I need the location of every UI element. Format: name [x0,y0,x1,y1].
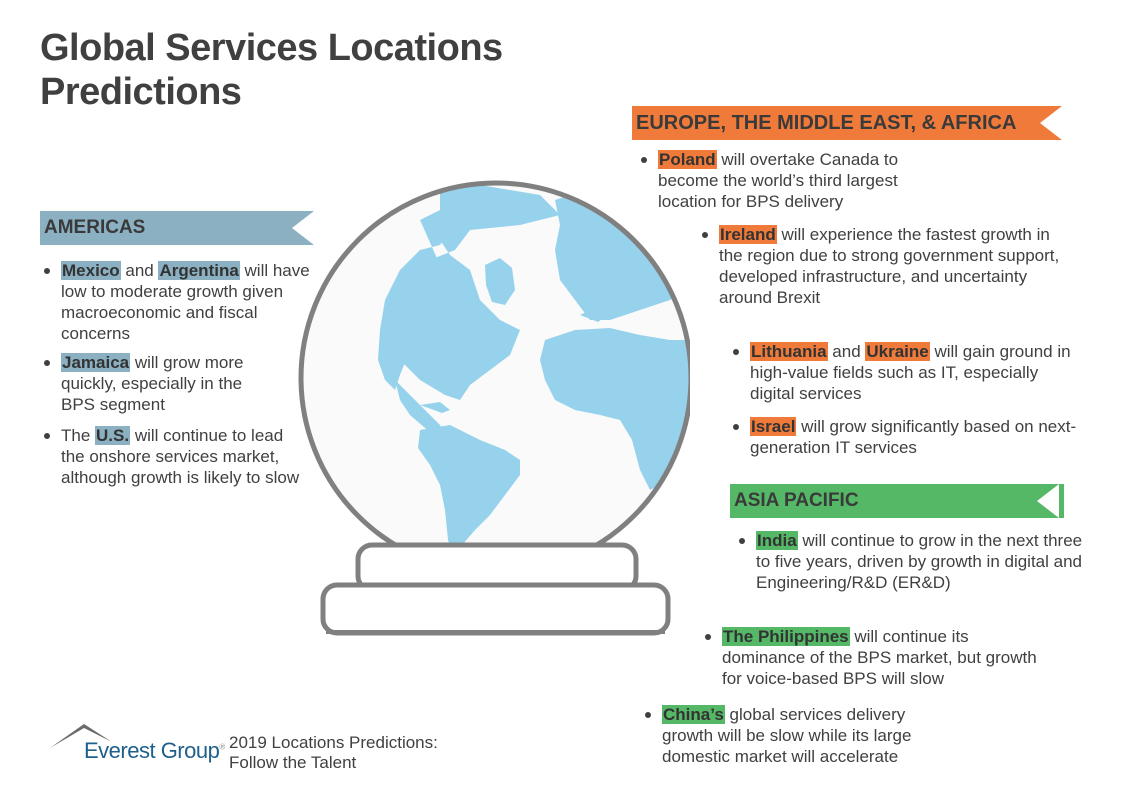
mountain-icon [50,724,110,748]
country-highlight: Ukraine [865,342,930,361]
emea-item: Poland will overtake Canada to become th… [641,149,948,212]
country-highlight: The Philippines [722,627,850,646]
country-highlight: U.S. [95,426,131,445]
country-highlight: Argentina [158,261,240,280]
americas-item: The U.S. will continue to lead the onsho… [44,425,301,488]
country-highlight: Poland [658,150,717,169]
bullet-icon [702,232,708,238]
country-highlight: Ireland [719,225,777,244]
page-title: Global Services Locations Predictions [40,26,503,114]
apac-heading: ASIA PACIFIC [734,490,859,511]
caption-line-2: Follow the Talent [229,753,357,772]
bullet-icon [44,433,50,439]
apac-banner: ASIA PACIFIC [730,484,1064,518]
country-highlight: Israel [750,417,797,436]
caption-line-1: 2019 Locations Predictions: [229,733,438,752]
banner-notch-icon [1040,106,1062,140]
americas-heading: AMERICAS [44,217,146,238]
country-highlight: Lithuania [750,342,828,361]
americas-item: Jamaica will grow more quickly, especial… [44,352,276,415]
globe-base-icon [320,542,671,636]
emea-banner: EUROPE, THE MIDDLE EAST, & AFRICA [632,106,1062,140]
country-highlight: India [756,531,798,550]
globe-icon [298,180,690,576]
americas-banner: AMERICAS [40,211,314,245]
americas-item: Mexico and Argentina will have low to mo… [44,260,316,344]
brand-name: Everest Group [84,738,220,763]
title-line-1: Global Services Locations [40,27,503,69]
emea-item: Ireland will experience the fastest grow… [702,224,1064,308]
country-highlight: Mexico [61,261,121,280]
footer-caption: 2019 Locations Predictions: Follow the T… [229,733,438,773]
country-highlight: China’s [662,705,725,724]
bullet-icon [44,268,50,274]
apac-item: The Philippines will continue its domina… [705,626,1052,689]
bullet-icon [733,349,739,355]
everest-group-logo: Everest Group® [50,720,230,780]
snow-globe-illustration [298,180,690,636]
title-line-2: Predictions [40,71,242,113]
bullet-icon [645,712,651,718]
registered-mark: ® [219,742,225,752]
bullet-icon [739,538,745,544]
bullet-icon [705,634,711,640]
bullet-icon [733,424,739,430]
bullet-icon [641,157,647,163]
banner-notch-icon [292,211,314,245]
emea-heading: EUROPE, THE MIDDLE EAST, & AFRICA [636,112,1017,134]
emea-item: Lithuania and Ukraine will gain ground i… [733,341,1080,404]
country-highlight: Jamaica [61,353,131,372]
emea-item: Israel will grow significantly based on … [733,416,1080,458]
bullet-icon [44,360,50,366]
apac-item: India will continue to grow in the next … [739,530,1096,593]
banner-notch-icon [1037,484,1059,518]
apac-item: China’s global services delivery growth … [645,704,952,767]
